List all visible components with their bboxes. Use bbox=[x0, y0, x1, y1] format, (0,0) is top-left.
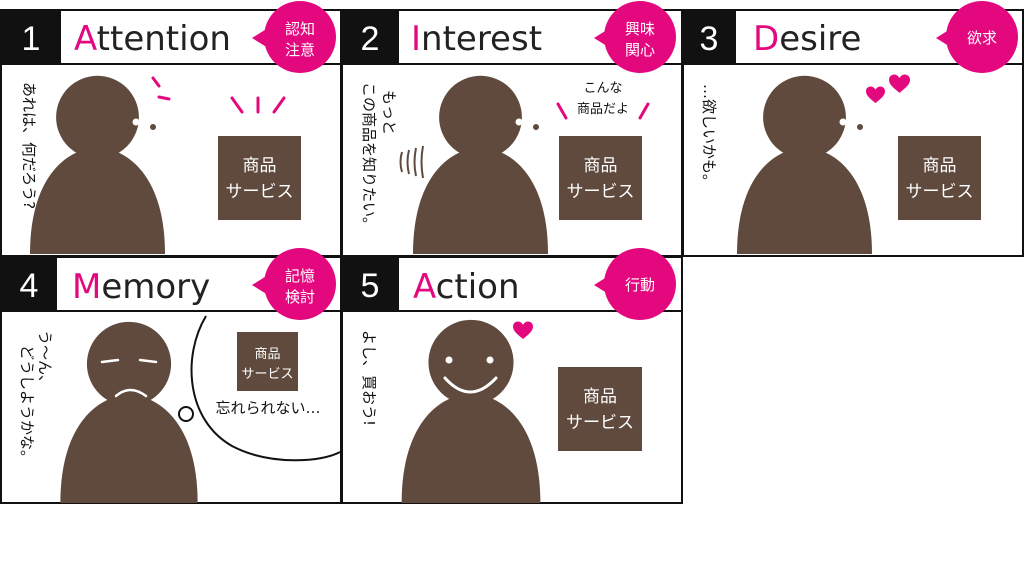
title-initial: A bbox=[74, 19, 97, 59]
panel-title: Interest bbox=[411, 19, 542, 59]
title-initial: M bbox=[72, 267, 101, 307]
product-label-1: 商品 bbox=[923, 156, 957, 176]
panel-title: Action bbox=[413, 267, 520, 307]
panel-number: 5 bbox=[361, 267, 380, 305]
panel-number: 4 bbox=[20, 267, 39, 305]
panel-attention: 1 Attention 認知 注意 あれは、何だろう? 商品 サービス bbox=[0, 1, 342, 257]
panel-number: 1 bbox=[22, 20, 41, 58]
speech-text-line-2: どうしようかな。 bbox=[18, 345, 36, 465]
product-box bbox=[237, 332, 298, 391]
product-label-2: サービス bbox=[566, 413, 634, 433]
speech-text-line-2: この商品を知りたい。 bbox=[360, 82, 378, 232]
badge-line-1: 興味 bbox=[625, 20, 655, 38]
movement-marks bbox=[399, 145, 424, 179]
title-rest: emory bbox=[101, 267, 210, 307]
product-box bbox=[559, 136, 642, 220]
panel-desire: 3 Desire 欲求 …欲しいかも。 商品 サービス bbox=[682, 1, 1024, 257]
eye bbox=[839, 118, 847, 126]
panel-action: 5 Action 行動 よし、買おう! 商品 サービス bbox=[341, 248, 683, 504]
product-label-1: 商品 bbox=[583, 387, 617, 407]
product-remark-line-2: 商品だよ bbox=[577, 102, 629, 117]
badge-line-1: 認知 bbox=[285, 20, 315, 38]
product-remark-line-1: こんな bbox=[583, 81, 622, 96]
product-box bbox=[218, 136, 301, 220]
panel-number: 2 bbox=[361, 20, 380, 58]
product-label-2: サービス bbox=[567, 182, 635, 202]
thought-bubble bbox=[190, 315, 341, 462]
panel-number: 3 bbox=[700, 20, 719, 58]
troubled-face bbox=[100, 358, 158, 398]
panel-title: Desire bbox=[753, 19, 861, 59]
product-label-2: サービス bbox=[906, 182, 974, 202]
panel-title: Memory bbox=[72, 267, 210, 307]
product-box bbox=[898, 136, 981, 220]
badge-line-2: 関心 bbox=[625, 41, 655, 59]
product-label-1: 商品 bbox=[243, 156, 277, 176]
thought-dot bbox=[178, 406, 194, 422]
badge-line-2: 検討 bbox=[285, 288, 315, 306]
speech-text-line-1: もっと bbox=[380, 90, 398, 135]
badge-line-1: 記憶 bbox=[285, 267, 315, 285]
speech-text: よし、買おう! bbox=[360, 330, 378, 426]
eye bbox=[515, 118, 523, 126]
highlight-marks bbox=[556, 102, 650, 120]
title-rest: ttention bbox=[97, 19, 231, 59]
speech-text: …欲しいかも。 bbox=[700, 84, 718, 189]
title-initial: I bbox=[411, 19, 421, 59]
panel-title: Attention bbox=[74, 19, 231, 59]
title-rest: esire bbox=[779, 19, 861, 59]
panel-memory: 4 Memory 記憶 検討 う〜ん、 どうしようかな。 商品 サービス 忘れら… bbox=[0, 248, 342, 504]
stage-badge bbox=[264, 248, 336, 320]
product-label-2: サービス bbox=[226, 182, 294, 202]
smiling-face bbox=[445, 356, 494, 364]
badge-line-1: 行動 bbox=[625, 276, 655, 294]
badge-line-2: 注意 bbox=[285, 41, 315, 59]
title-rest: nterest bbox=[421, 19, 542, 59]
notice-marks bbox=[151, 76, 286, 114]
speech-text-line-1: う〜ん、 bbox=[36, 330, 54, 390]
speech-text: あれは、何だろう? bbox=[20, 82, 38, 209]
title-initial: D bbox=[753, 19, 779, 59]
product-label-1: 商品 bbox=[254, 347, 280, 362]
product-label-2: サービス bbox=[241, 367, 293, 382]
product-label-1: 商品 bbox=[584, 156, 618, 176]
thought-text: 忘れられない… bbox=[215, 399, 320, 417]
stage-badge bbox=[946, 1, 1018, 73]
title-initial: A bbox=[413, 267, 436, 307]
stage-badge bbox=[264, 1, 336, 73]
stage-badge bbox=[604, 1, 676, 73]
badge-line-1: 欲求 bbox=[967, 29, 997, 47]
stage-badge bbox=[604, 248, 676, 320]
title-rest: ction bbox=[436, 267, 520, 307]
eye bbox=[132, 118, 140, 126]
panel-interest: 2 Interest 興味 関心 もっと この商品を知りたい。 こんな 商品だよ… bbox=[341, 1, 683, 257]
product-box bbox=[558, 367, 642, 451]
